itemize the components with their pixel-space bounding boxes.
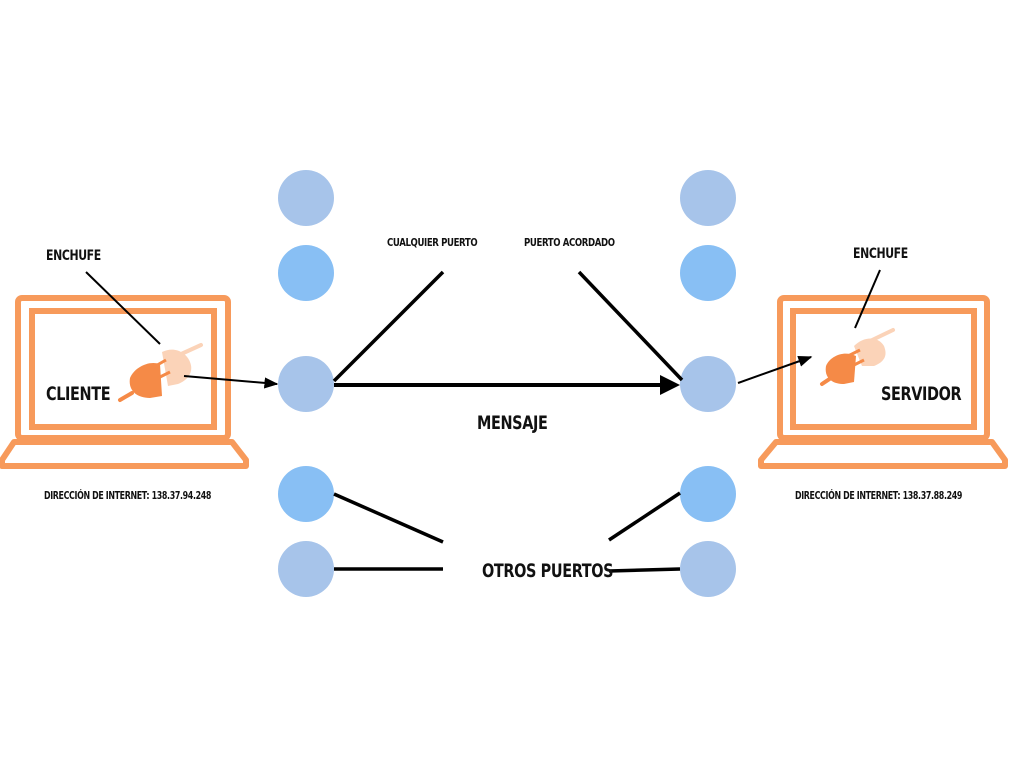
any-port-label: CUALQUIER PUERTO <box>387 236 478 249</box>
client-laptop-icon <box>0 295 249 469</box>
agreed-port-pointer <box>577 270 684 382</box>
client-socket-pointer <box>85 271 161 345</box>
client-port-active <box>278 356 334 412</box>
client-address-label: DIRECCIÓN DE INTERNET: 138.37.94.248 <box>44 489 212 502</box>
client-port-2 <box>278 245 334 301</box>
server-port-active <box>680 356 736 412</box>
server-plug-arrow <box>737 355 813 384</box>
server-socket-label: ENCHUFE <box>853 246 908 262</box>
message-label: MENSAJE <box>477 412 548 434</box>
client-plug-icon <box>118 343 203 402</box>
client-socket-label: ENCHUFE <box>46 248 101 264</box>
server-socket-pointer <box>854 269 881 329</box>
client-port-5 <box>278 541 334 597</box>
server-port-4 <box>680 466 736 522</box>
server-port-2 <box>680 245 736 301</box>
client-plug-arrow <box>183 375 279 389</box>
other-ports-pointer-4 <box>608 567 681 573</box>
client-name-label: CLIENTE <box>46 383 111 405</box>
server-laptop-icon <box>758 295 1008 469</box>
server-name-label: SERVIDOR <box>881 383 962 405</box>
other-ports-pointer-1 <box>333 492 444 544</box>
server-plug-icon <box>820 328 895 386</box>
server-port-5 <box>680 541 736 597</box>
any-port-pointer <box>332 270 445 383</box>
client-port-1 <box>278 170 334 226</box>
other-ports-label: OTROS PUERTOS <box>482 560 614 582</box>
agreed-port-label: PUERTO ACORDADO <box>524 236 615 249</box>
client-port-4 <box>278 466 334 522</box>
server-port-1 <box>680 170 736 226</box>
other-ports-pointer-3 <box>608 491 681 542</box>
server-address-label: DIRECCIÓN DE INTERNET: 138.37.88.249 <box>795 489 963 502</box>
